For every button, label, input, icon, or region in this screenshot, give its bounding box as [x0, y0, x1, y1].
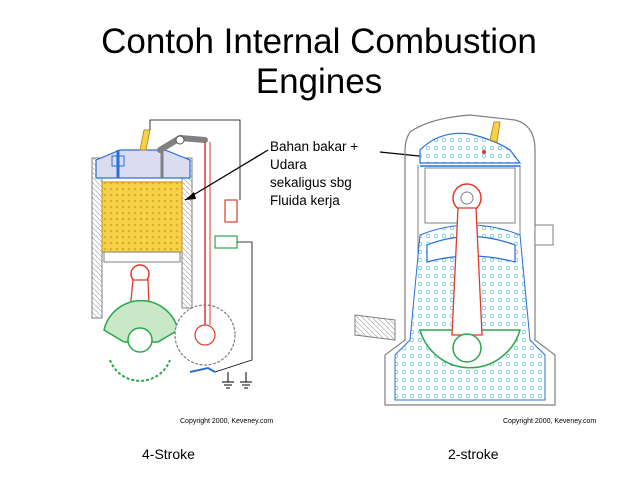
crank-pin-right	[452, 333, 482, 363]
cam-gear-hub	[194, 324, 216, 346]
exhaust-port	[534, 224, 554, 246]
piston	[103, 251, 181, 263]
ground-symbol	[222, 381, 234, 389]
rocker-pivot	[175, 135, 185, 145]
spark-plug-right	[489, 121, 501, 143]
intake-valve-spring	[111, 155, 125, 167]
left-copyright: Copyright 2000, Keveney.com	[180, 418, 274, 425]
fuel-air-charge	[101, 181, 183, 253]
spark-plug	[139, 129, 151, 151]
left-caption: 4-Stroke	[142, 446, 195, 462]
two-stroke-engine	[354, 114, 556, 406]
annotation-line-4: Fluida kerja	[270, 193, 340, 208]
cylinder-wall-left	[91, 157, 103, 319]
annotation-line-3: sekaligus sbg	[270, 175, 352, 190]
ignition-wire	[149, 119, 241, 200]
ground-wire	[214, 241, 253, 373]
title-line-1: Contoh Internal Combustion	[101, 22, 537, 61]
battery	[214, 235, 238, 249]
intake-port	[354, 314, 396, 341]
crankcase-outline	[384, 114, 556, 406]
title-line-2: Engines	[255, 62, 383, 101]
cylinder-wall-right	[181, 157, 193, 309]
right-copyright: Copyright 2000, Keveney.com	[503, 418, 597, 425]
slide-title: Contoh Internal Combustion Engines	[0, 22, 638, 102]
connecting-rod-right	[451, 207, 483, 336]
ground-symbol-2	[240, 381, 252, 389]
cylinder-head	[95, 149, 191, 179]
annotation-arrow-left	[184, 149, 269, 201]
annotation-line-1: Bahan bakar +	[270, 139, 359, 154]
wrist-pin-hole	[460, 191, 474, 205]
ignition-coil	[224, 199, 238, 223]
breaker-points	[189, 366, 216, 373]
annotation-line-2: Udara	[270, 157, 307, 172]
crank-gear	[109, 359, 171, 382]
fuel-annotation: Bahan bakar + Udara sekaligus sbg Fluida…	[270, 138, 390, 210]
right-caption: 2-stroke	[448, 446, 499, 462]
crankshaft	[127, 327, 153, 353]
combustion-chamber	[419, 132, 522, 164]
spark-point	[482, 150, 486, 154]
annotation-arrowhead-left	[185, 192, 196, 200]
four-stroke-engine	[91, 119, 253, 389]
